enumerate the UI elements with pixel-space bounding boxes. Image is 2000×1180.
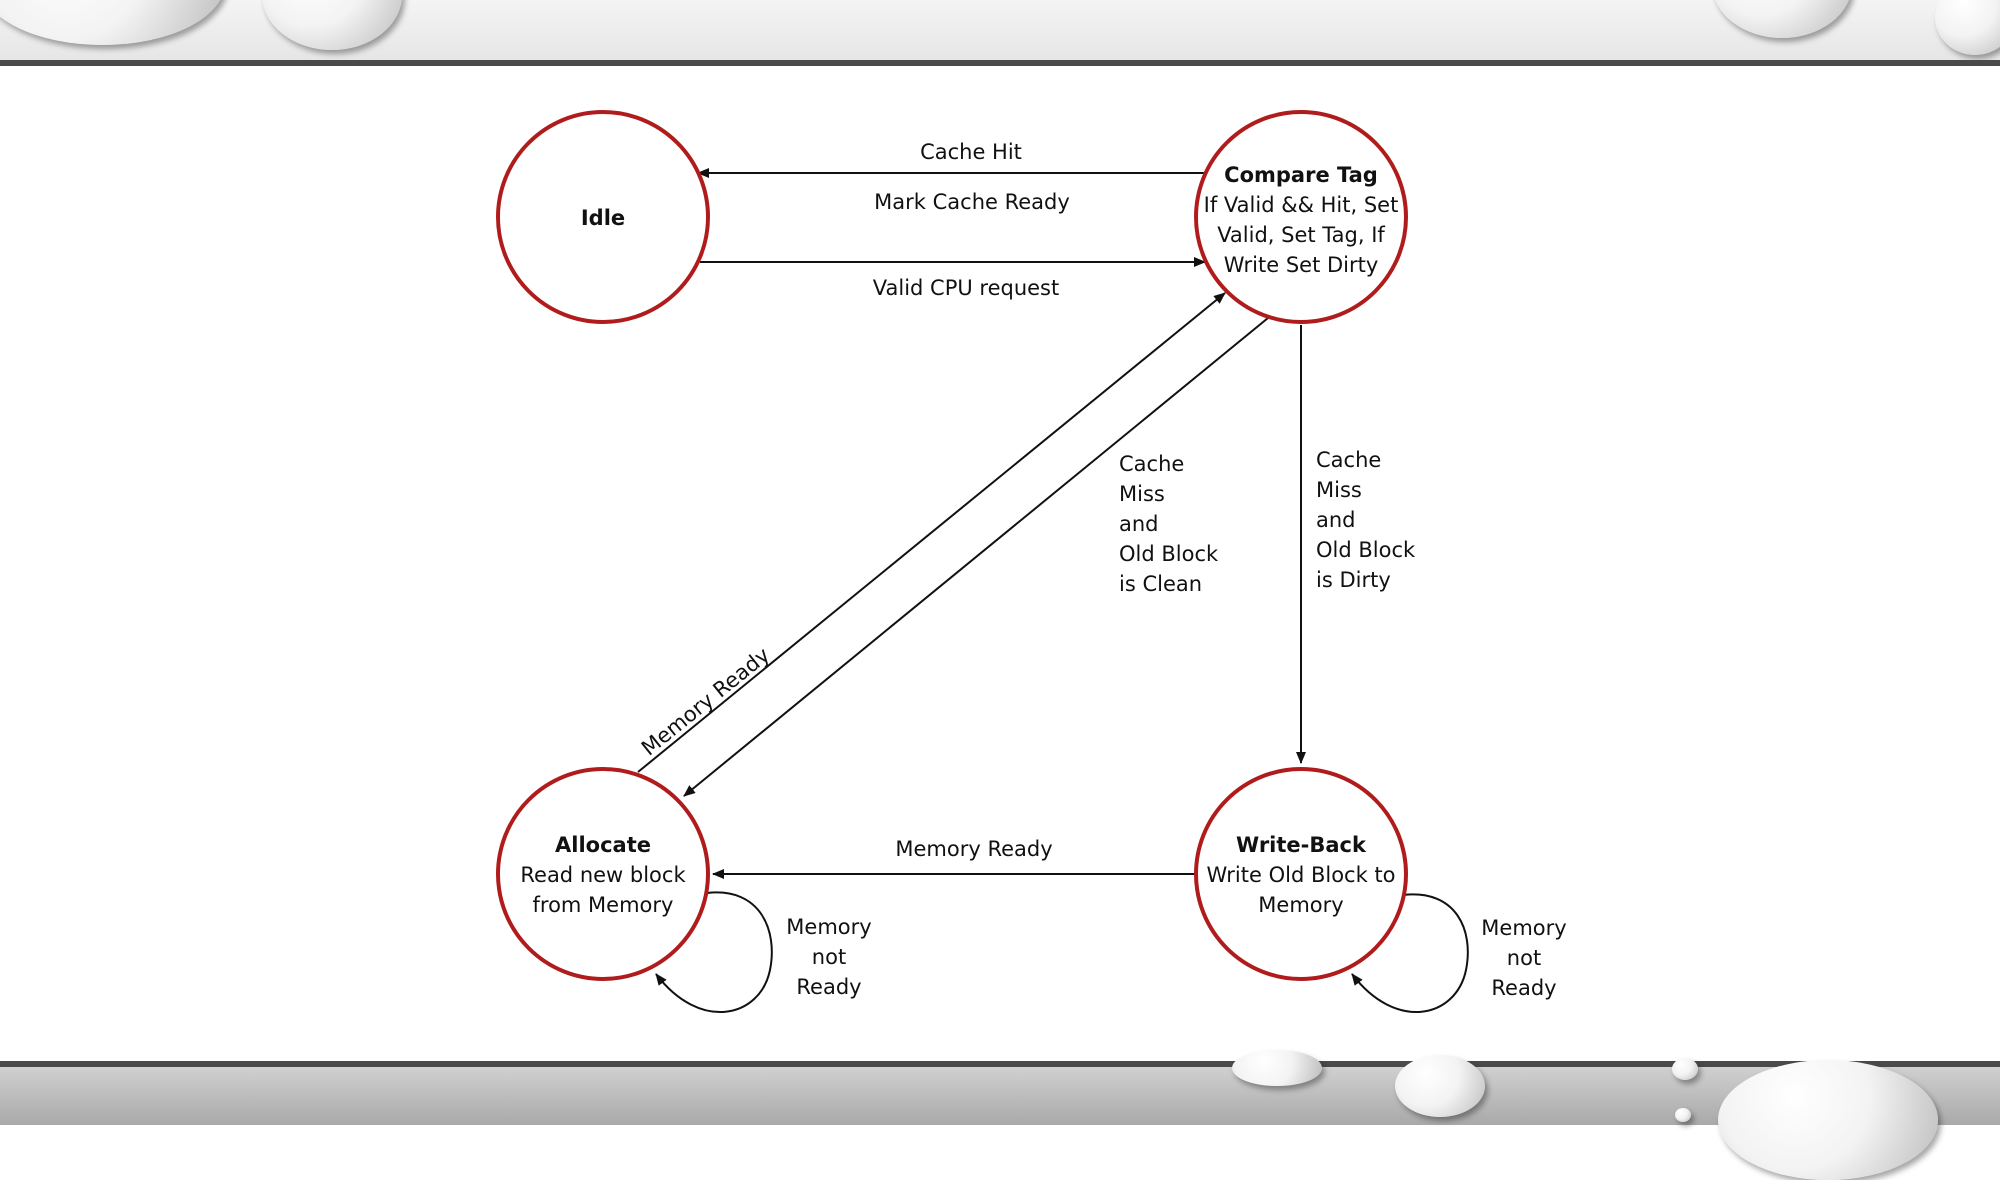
label-wb-not-ready-line: not xyxy=(1507,946,1541,970)
label-miss-dirty: Cache Miss and Old Block is Dirty xyxy=(1316,448,1416,592)
label-miss-dirty-line: Old Block xyxy=(1316,538,1416,562)
label-wb-not-ready-line: Ready xyxy=(1491,976,1556,1000)
state-allocate-title: Allocate xyxy=(555,833,651,857)
state-write-back-line: Memory xyxy=(1258,893,1343,917)
label-miss-clean-line: Old Block xyxy=(1119,542,1219,566)
state-write-back-line: Write Old Block to xyxy=(1206,863,1395,887)
state-idle-circle xyxy=(496,110,710,324)
label-cache-hit: Cache Hit xyxy=(920,140,1022,164)
label-wb-not-ready: Memory not Ready xyxy=(1481,916,1566,1000)
footer-band xyxy=(0,1067,2000,1125)
label-alloc-memory-ready: Memory Ready xyxy=(637,643,774,761)
footer-rule xyxy=(0,1061,2000,1067)
self-loop-allocate xyxy=(655,891,773,1013)
self-loop-writeback xyxy=(1351,893,1469,1013)
label-miss-clean: Cache Miss and Old Block is Clean xyxy=(1119,452,1219,596)
label-alloc-not-ready-line: not xyxy=(812,945,846,969)
label-valid-cpu-request: Valid CPU request xyxy=(873,276,1059,300)
state-diagram: Idle Compare Tag If Valid && Hit, Set Va… xyxy=(496,110,1567,1013)
state-allocate-line: Read new block xyxy=(520,863,686,887)
transition-arrows xyxy=(637,168,1469,1013)
state-compare-tag: Compare Tag If Valid && Hit, Set Valid, … xyxy=(1194,110,1408,324)
state-compare-tag-line: Write Set Dirty xyxy=(1224,253,1379,277)
state-allocate-circle xyxy=(496,767,710,981)
label-miss-dirty-line: Cache xyxy=(1316,448,1381,472)
state-write-back-circle xyxy=(1194,767,1408,981)
state-idle: Idle xyxy=(496,110,710,324)
label-miss-clean-line: is Clean xyxy=(1119,572,1202,596)
label-alloc-not-ready: Memory not Ready xyxy=(786,915,871,999)
state-write-back-title: Write-Back xyxy=(1236,833,1367,857)
water-drop-decoration xyxy=(1232,1050,1322,1086)
label-miss-dirty-line: is Dirty xyxy=(1316,568,1391,592)
label-miss-dirty-line: and xyxy=(1316,508,1356,532)
state-allocate-line: from Memory xyxy=(533,893,674,917)
state-compare-tag-title: Compare Tag xyxy=(1224,163,1378,187)
state-allocate: Allocate Read new block from Memory xyxy=(496,767,710,981)
arrow-compare-to-alloc xyxy=(683,317,1269,797)
label-miss-clean-line: Miss xyxy=(1119,482,1165,506)
state-write-back: Write-Back Write Old Block to Memory xyxy=(1194,767,1408,981)
water-drop-decoration xyxy=(1675,1108,1691,1122)
water-drop-decoration xyxy=(1395,1055,1485,1117)
header-rule xyxy=(0,60,2000,66)
label-alloc-not-ready-line: Ready xyxy=(796,975,861,999)
water-drop-decoration xyxy=(1672,1058,1698,1080)
label-miss-clean-line: and xyxy=(1119,512,1159,536)
state-idle-title: Idle xyxy=(581,206,625,230)
label-miss-dirty-line: Miss xyxy=(1316,478,1362,502)
state-compare-tag-line: If Valid && Hit, Set xyxy=(1204,193,1399,217)
label-alloc-not-ready-line: Memory xyxy=(786,915,871,939)
label-wb-not-ready-line: Memory xyxy=(1481,916,1566,940)
label-mark-cache-ready: Mark Cache Ready xyxy=(874,190,1070,214)
arrow-alloc-to-compare xyxy=(637,292,1226,773)
label-wb-memory-ready: Memory Ready xyxy=(895,837,1052,861)
label-miss-clean-line: Cache xyxy=(1119,452,1184,476)
state-compare-tag-circle xyxy=(1194,110,1408,324)
state-compare-tag-line: Valid, Set Tag, If xyxy=(1217,223,1385,247)
